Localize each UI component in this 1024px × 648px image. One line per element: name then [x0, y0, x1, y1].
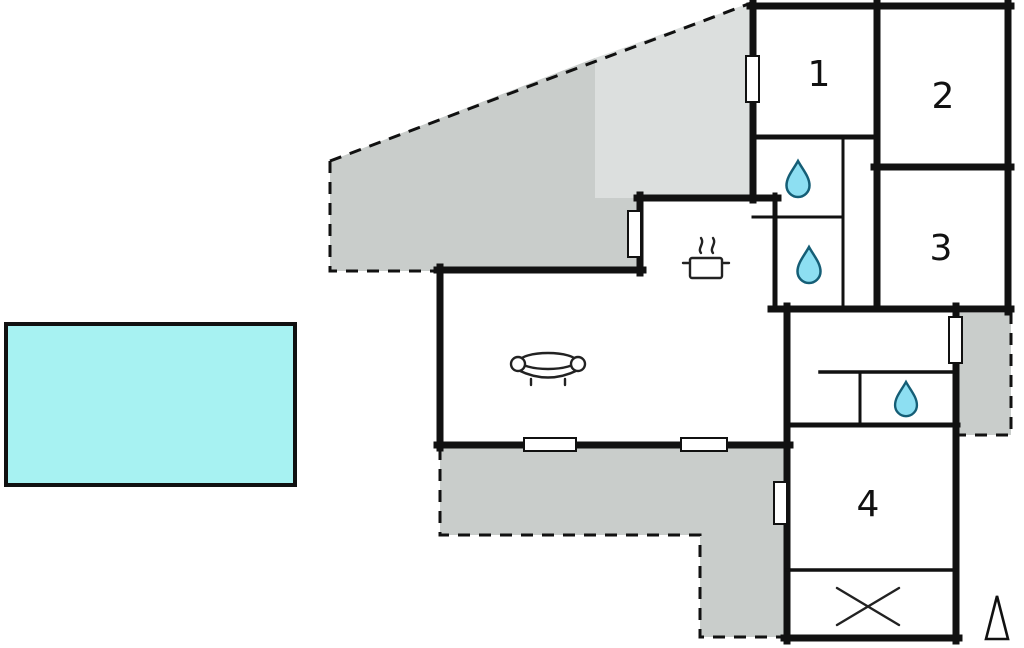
sofa-icon — [509, 351, 587, 387]
cross-icon — [835, 586, 901, 627]
terrace-top-light — [595, 3, 750, 198]
room-4-label: 4 — [857, 484, 880, 525]
terrace-top — [330, 58, 640, 271]
pool — [4, 322, 297, 487]
room-2-label: 2 — [932, 76, 955, 117]
north-arrow-icon — [984, 595, 1010, 641]
building-walls — [433, 0, 1015, 645]
water-drop-icon — [893, 379, 919, 418]
window — [523, 437, 577, 452]
stove-pot-icon — [681, 236, 731, 280]
window — [773, 481, 788, 525]
terrace-bottom — [440, 448, 786, 637]
window — [745, 55, 760, 103]
room-1-label: 1 — [808, 54, 831, 95]
dashed-boundary-diagonal — [329, 1, 752, 163]
room-3-label: 3 — [930, 228, 953, 269]
terrace-right — [956, 313, 1011, 435]
dashed-boundary-bottom — [438, 448, 786, 639]
window — [948, 316, 963, 364]
building-interior-hall — [787, 309, 955, 425]
dashed-boundary-top-left — [328, 161, 438, 273]
water-drop-icon — [785, 158, 811, 199]
window — [680, 437, 728, 452]
water-drop-icon — [796, 244, 822, 285]
building-interior-room4 — [787, 425, 958, 638]
window — [627, 210, 642, 258]
